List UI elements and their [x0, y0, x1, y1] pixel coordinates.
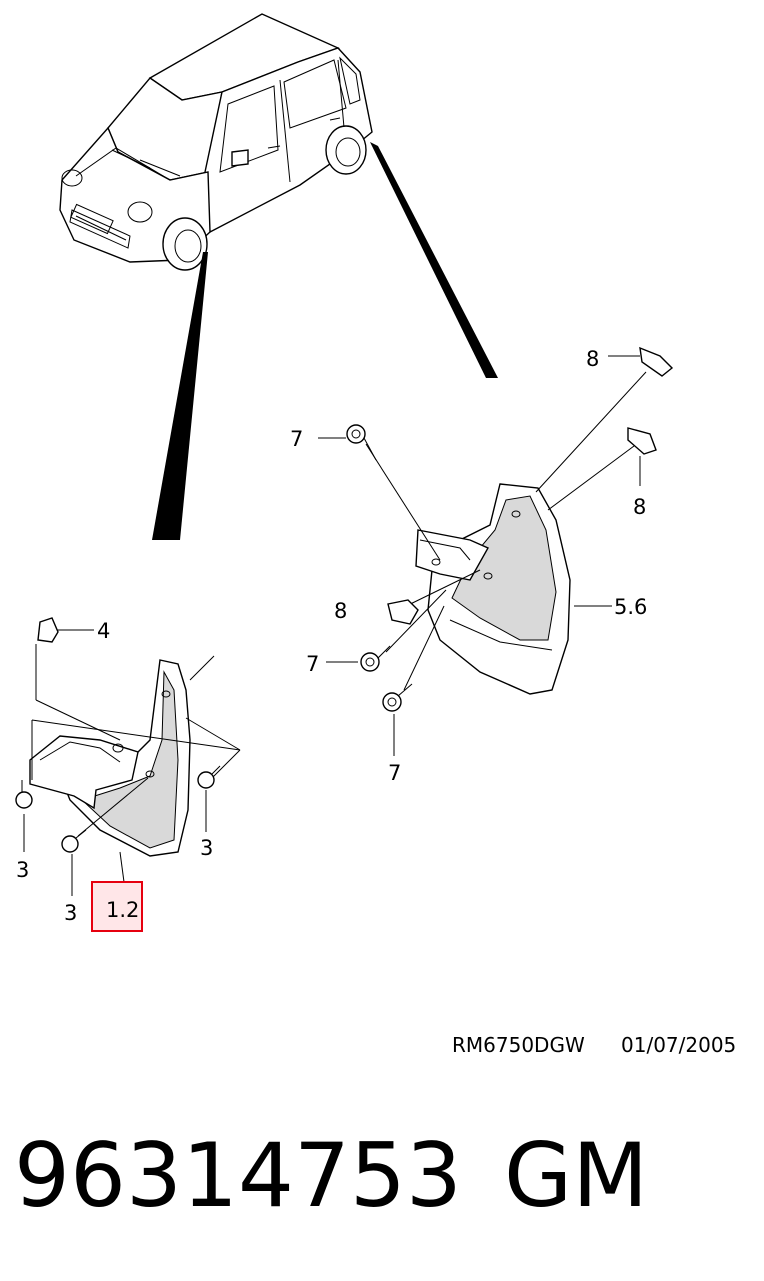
rear-mudflap-assembly: [318, 346, 674, 756]
callout-3-left: 3: [16, 858, 29, 882]
callout-5-6: 5.6: [614, 595, 647, 619]
callout-3-bottom: 3: [64, 901, 77, 925]
highlight-box: [91, 881, 143, 932]
callout-7-top: 7: [290, 427, 303, 451]
front-mudflap-assembly: [15, 617, 241, 896]
callout-7-mid: 7: [306, 652, 319, 676]
car-illustration: [59, 13, 373, 271]
reference-code: RM6750DGW: [452, 1033, 585, 1057]
callout-3-right: 3: [200, 836, 213, 860]
callout-8-right: 8: [633, 495, 646, 519]
reference-date: 01/07/2005: [621, 1033, 736, 1057]
callout-8-top: 8: [586, 347, 599, 371]
callout-1-2: 1.2: [106, 898, 139, 922]
front-leader-taper: [152, 252, 208, 540]
highlighted-callout-1-2[interactable]: 1.2: [91, 881, 143, 932]
rear-leader-taper: [370, 142, 498, 378]
callout-8-left: 8: [334, 599, 347, 623]
callout-4: 4: [97, 619, 110, 643]
callout-7-bottom: 7: [388, 761, 401, 785]
part-number: 96314753: [14, 1124, 462, 1227]
brand-name: GM: [504, 1124, 648, 1227]
